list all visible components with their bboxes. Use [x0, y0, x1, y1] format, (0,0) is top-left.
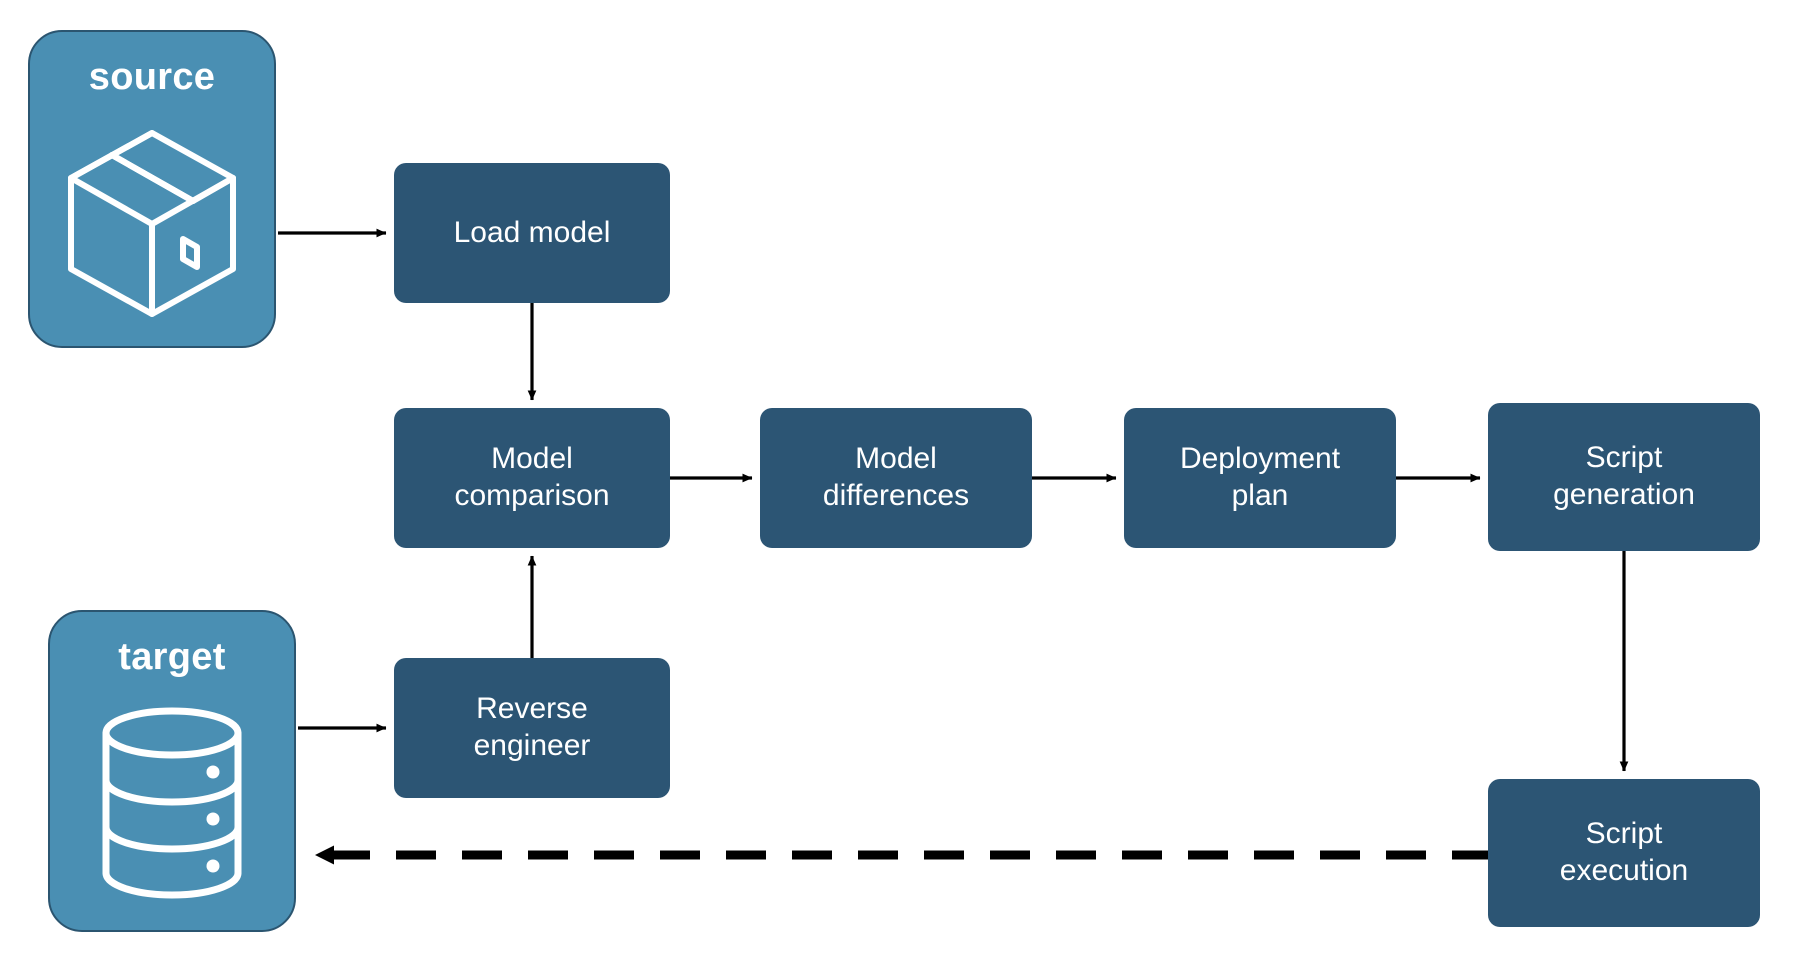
process-reverse-engineer-line-1: Reverse: [476, 692, 588, 726]
process-reverse-engineer[interactable]: Reverse engineer: [394, 658, 670, 798]
process-model-differences-line-1: Model: [855, 442, 937, 476]
process-script-generation-line-2: generation: [1553, 478, 1695, 511]
process-script-generation-line-1: Script: [1585, 441, 1663, 475]
process-deployment-plan-line-1: Deployment: [1179, 442, 1341, 476]
process-deployment-plan-line-2: plan: [1231, 479, 1289, 512]
process-load-model-line-1: Load model: [453, 215, 611, 249]
endpoint-source-label: source: [88, 56, 216, 98]
process-reverse-engineer-line-2: engineer: [473, 729, 591, 762]
process-deployment-plan-label: Deployment plan: [1170, 441, 1350, 514]
process-script-execution[interactable]: Script execution: [1488, 779, 1760, 927]
process-script-execution-line-1: Script: [1585, 817, 1663, 851]
process-reverse-engineer-label: Reverse engineer: [464, 691, 601, 764]
process-script-execution-line-2: execution: [1559, 854, 1689, 887]
process-load-model-label: Load model: [444, 215, 621, 252]
endpoint-target-label: target: [118, 636, 226, 678]
process-script-generation[interactable]: Script generation: [1488, 403, 1760, 551]
process-load-model[interactable]: Load model: [394, 163, 670, 303]
process-deployment-plan[interactable]: Deployment plan: [1124, 408, 1396, 548]
database-cylinder-icon: [50, 676, 294, 930]
package-box-icon: [30, 96, 274, 346]
process-model-differences-label: Model differences: [813, 441, 979, 514]
endpoint-target[interactable]: target: [48, 610, 296, 932]
process-model-comparison-line-1: Model: [491, 442, 573, 476]
process-model-comparison[interactable]: Model comparison: [394, 408, 670, 548]
endpoint-source[interactable]: source: [28, 30, 276, 348]
process-model-differences-line-2: differences: [822, 479, 970, 512]
process-script-execution-label: Script execution: [1550, 816, 1698, 889]
process-model-comparison-label: Model comparison: [444, 441, 619, 514]
process-script-generation-label: Script generation: [1543, 440, 1705, 513]
process-model-comparison-line-2: comparison: [454, 479, 610, 512]
process-model-differences[interactable]: Model differences: [760, 408, 1032, 548]
